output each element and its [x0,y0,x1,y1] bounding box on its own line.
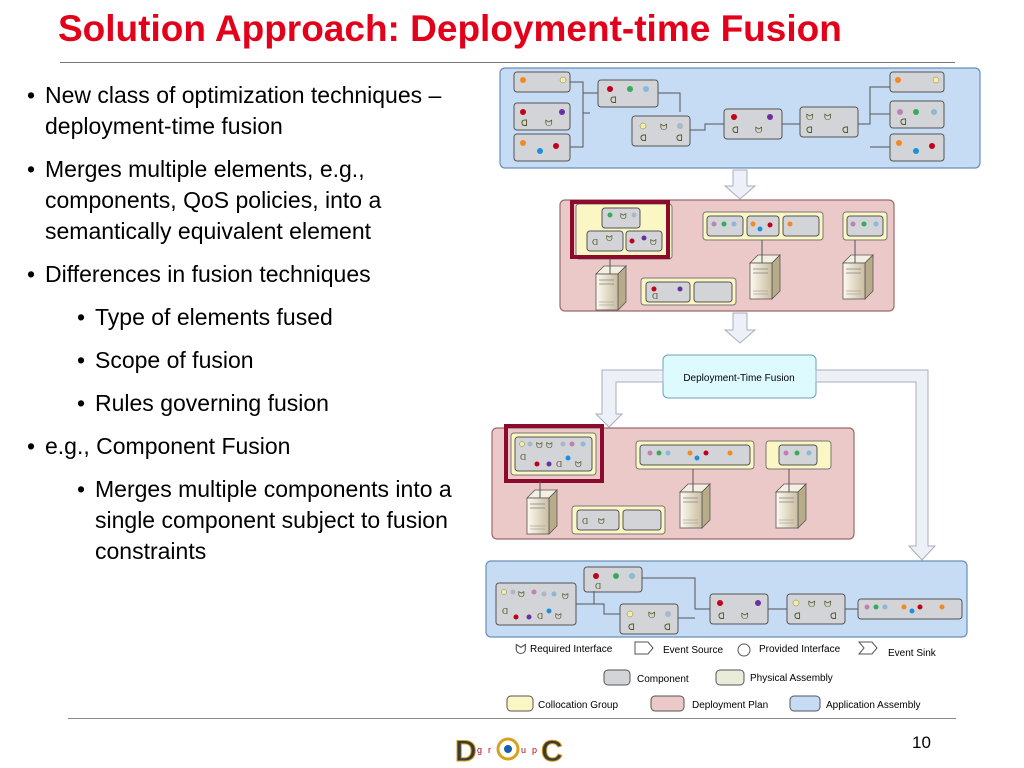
svg-text:ᗡ: ᗡ [718,611,725,621]
svg-text:ᗡ: ᗡ [652,292,658,301]
svg-text:ᗡ: ᗡ [664,622,671,632]
svg-text:ᗢ: ᗢ [518,590,525,599]
legend-collocation-group: Collocation Group [538,700,618,711]
svg-text:ᗢ: ᗢ [606,234,613,243]
fusion-box-label: Deployment-Time Fusion [683,373,794,384]
svg-text:ᗢ: ᗢ [545,118,553,128]
svg-text:r: r [488,745,491,755]
legend-deployment-plan: Deployment Plan [692,700,768,711]
application-assembly-swatch [789,695,821,712]
svg-text:ᗡ: ᗡ [595,582,601,591]
svg-text:ᗢ: ᗢ [536,441,543,450]
svg-text:ᗢ: ᗢ [546,441,553,450]
deployment-time-fusion-box: Deployment-Time Fusion [662,354,817,399]
svg-text:g: g [477,745,482,755]
svg-text:ᗢ: ᗢ [824,112,832,122]
collocation-group-swatch [506,695,534,712]
svg-text:ᗢ: ᗢ [562,592,569,601]
svg-text:ᗢ: ᗢ [824,599,832,609]
svg-text:ᗢ: ᗢ [620,212,627,221]
svg-text:ᗢ: ᗢ [660,122,668,132]
svg-text:ᗡ: ᗡ [556,460,562,469]
svg-text:ᗡ: ᗡ [502,607,508,616]
sub-bullet-item: Rules governing fusion [75,388,465,419]
svg-text:ᗢ: ᗢ [806,112,814,122]
svg-text:ᗡ: ᗡ [806,125,813,135]
bullet-list: New class of optimization techniques – d… [25,80,465,579]
svg-text:u: u [521,745,526,755]
event-sink-icon [857,641,878,655]
svg-text:ᗡ: ᗡ [794,611,801,621]
svg-text:ᗡ: ᗡ [842,125,849,135]
diagram-legend: ᗢ Required Interface Event Source Provid… [506,641,937,712]
legend-physical-assembly: Physical Assembly [750,673,833,684]
doc-group-logo: D g r u p C [455,735,563,768]
svg-text:ᗢ: ᗢ [808,599,816,609]
svg-text:ᗡ: ᗡ [830,611,837,621]
legend-application-assembly: Application Assembly [826,700,921,711]
svg-text:ᗡ: ᗡ [628,622,635,632]
svg-text:ᗡ: ᗡ [537,612,543,621]
svg-text:ᗡ: ᗡ [521,118,528,128]
bullet-item: Differences in fusion techniques [25,259,465,290]
legend-component: Component [637,674,689,685]
svg-text:ᗡ: ᗡ [640,133,647,143]
svg-text:ᗢ: ᗢ [555,612,562,621]
svg-text:ᗢ: ᗢ [648,610,656,620]
bullet-item: Merges multiple elements, e.g., componen… [25,154,465,247]
required-interface-icon: ᗢ [515,641,527,657]
component-swatch [603,669,631,686]
svg-text:ᗡ: ᗡ [592,238,598,247]
slide-title: Solution Approach: Deployment-time Fusio… [58,8,842,49]
svg-text:ᗡ: ᗡ [732,125,739,135]
bullet-item: New class of optimization techniques – d… [25,80,465,142]
physical-assembly-swatch [715,669,745,686]
svg-text:ᗢ: ᗢ [755,125,763,135]
svg-text:ᗡ: ᗡ [610,95,617,105]
legend-provided-interface: Provided Interface [759,644,841,655]
provided-interface-icon [737,643,751,657]
sub-bullet-item: Scope of fusion [75,345,465,376]
legend-required-interface: Required Interface [530,644,613,655]
page-number: 10 [912,733,931,752]
title-divider [60,62,955,63]
svg-text:p: p [532,745,537,755]
deployment-plan-swatch [650,695,685,712]
svg-text:ᗢ: ᗢ [575,460,582,469]
svg-text:ᗡ: ᗡ [520,453,526,462]
svg-text:ᗢ: ᗢ [650,238,657,247]
svg-text:ᗡ: ᗡ [676,133,683,143]
svg-text:ᗡ: ᗡ [582,517,588,526]
sub-bullet-item: Merges multiple components into a single… [75,474,465,567]
footer-divider [68,718,956,719]
event-source-icon [634,641,654,655]
svg-text:ᗡ: ᗡ [900,117,907,127]
svg-text:ᗢ: ᗢ [741,611,749,621]
svg-text:D: D [455,735,477,767]
legend-event-source: Event Source [663,645,723,656]
bullet-item: e.g., Component Fusion [25,431,465,462]
sub-bullet-item: Type of elements fused [75,302,465,333]
svg-text:ᗢ: ᗢ [598,517,605,526]
svg-text:C: C [541,735,563,767]
legend-event-sink: Event Sink [888,648,937,659]
